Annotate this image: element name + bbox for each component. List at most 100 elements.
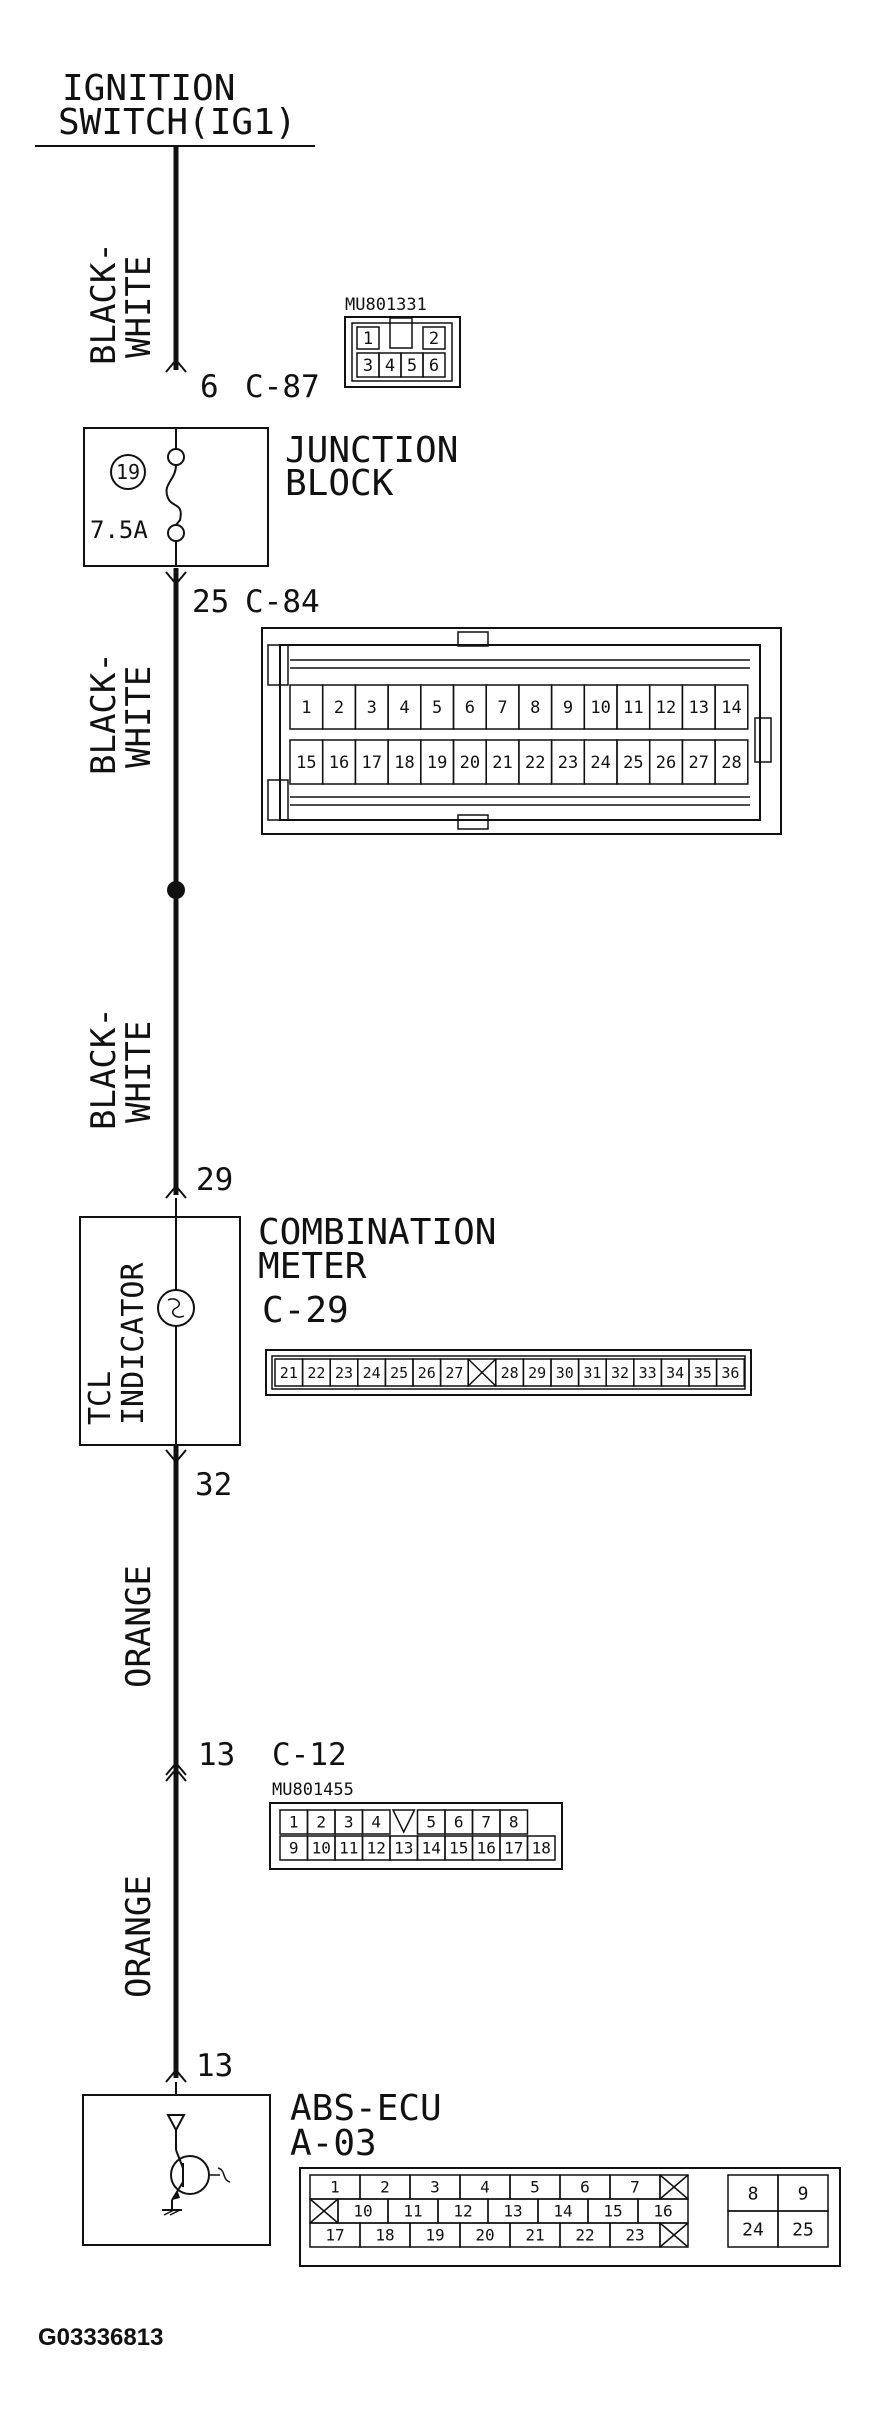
c84-pin: 6 xyxy=(465,698,475,718)
a03-pin: 6 xyxy=(580,2178,590,2197)
connector-arrow-icon xyxy=(165,2068,187,2083)
fuse-icon xyxy=(165,464,182,526)
c12-pin: 14 xyxy=(422,1839,441,1858)
indicator-label-2: INDICATOR xyxy=(116,1262,151,1425)
a03-pin: 18 xyxy=(375,2226,394,2245)
wire-color-text: WHITE xyxy=(119,1021,159,1123)
pin-label-6: 6 xyxy=(200,369,219,405)
c12-pin: 18 xyxy=(532,1839,551,1858)
c87-pin: 6 xyxy=(429,356,439,376)
splice-point xyxy=(167,881,185,899)
c84-pin: 23 xyxy=(558,753,578,773)
a03-pin: 7 xyxy=(630,2178,640,2197)
a03-pin: 17 xyxy=(325,2226,344,2245)
c87-pin: 2 xyxy=(429,329,439,349)
fuse-terminal-bottom xyxy=(167,524,185,542)
combination-meter-title-2: METER xyxy=(258,1246,367,1287)
connector-arrow-icon xyxy=(165,358,187,373)
part-number-c12: MU801455 xyxy=(272,1780,354,1800)
c12-pin: 16 xyxy=(477,1839,496,1858)
blank-pin-cross xyxy=(659,2222,689,2248)
a03-pin: 14 xyxy=(553,2202,572,2221)
c29-pin: 28 xyxy=(501,1364,519,1382)
a03-pin: 23 xyxy=(625,2226,644,2245)
c12-pin: 17 xyxy=(504,1839,523,1858)
c12-pin: 15 xyxy=(449,1839,468,1858)
main-wire xyxy=(167,146,185,2078)
ignition-switch-label-2: SWITCH(IG1) xyxy=(58,102,296,143)
c84-pin: 27 xyxy=(689,753,709,773)
c12-pin: 13 xyxy=(394,1839,413,1858)
c87-pin: 4 xyxy=(385,356,395,376)
c12-pin: 6 xyxy=(454,1813,464,1832)
a03-pin: 13 xyxy=(503,2202,522,2221)
abs-ecu: ABS-ECU A-03 xyxy=(82,2082,442,2246)
c12-pin: 9 xyxy=(289,1839,299,1858)
c84-pin: 5 xyxy=(432,698,442,718)
a03-pin: 19 xyxy=(425,2226,444,2245)
a03-pin: 2 xyxy=(380,2178,390,2197)
connector-id-c29: C-29 xyxy=(262,1290,349,1331)
wire-color-label-5: ORANGE xyxy=(119,1875,159,1998)
wire-color-label-2: BLACK- WHITE xyxy=(84,652,159,775)
ignition-switch-label-1: IGNITION xyxy=(62,68,235,109)
transistor-icon xyxy=(170,2155,210,2195)
wire-color-text: BLACK- xyxy=(84,242,124,365)
connector-c87-body xyxy=(344,316,461,388)
connector-id-c84: C-84 xyxy=(245,584,320,620)
c87-key xyxy=(389,317,413,349)
fuse-rating: 7.5A xyxy=(90,516,148,544)
c12-pin: 11 xyxy=(339,1839,358,1858)
wire-color-text: WHITE xyxy=(119,666,159,768)
c29-pin: 34 xyxy=(666,1364,684,1382)
c29-pin: 36 xyxy=(721,1364,739,1382)
blank-pin-cross xyxy=(467,1358,497,1387)
a03-pin: 11 xyxy=(403,2202,422,2221)
c29-pin: 30 xyxy=(556,1364,574,1382)
c29-pin: 23 xyxy=(335,1364,353,1382)
wire-color-text: ORANGE xyxy=(119,1565,159,1688)
c29-pin: 22 xyxy=(307,1364,325,1382)
a03-pin: 16 xyxy=(653,2202,672,2221)
c12-pin: 2 xyxy=(316,1813,326,1832)
c84-pin: 7 xyxy=(497,698,507,718)
connector-id-a03: A-03 xyxy=(290,2123,377,2164)
c12-pin-cell xyxy=(499,1809,529,1835)
c12-pin: 1 xyxy=(289,1813,299,1832)
connector-id-c12: C-12 xyxy=(272,1737,347,1773)
c84-pin-cell xyxy=(714,684,749,730)
c12-pin: 7 xyxy=(481,1813,491,1832)
ignition-switch: IGNITION SWITCH(IG1) xyxy=(35,68,315,147)
wire-color-text: BLACK- xyxy=(84,652,124,775)
junction-block: 19 7.5A JUNCTION BLOCK xyxy=(83,427,458,567)
c87-pin: 3 xyxy=(363,356,373,376)
c84-pin: 19 xyxy=(427,753,447,773)
a03-pin: 1 xyxy=(330,2178,340,2197)
c29-pin: 25 xyxy=(390,1364,408,1382)
a03-pin: 22 xyxy=(575,2226,594,2245)
pin-label-25: 25 xyxy=(192,584,229,620)
c84-pin: 18 xyxy=(394,753,414,773)
pin-label-29: 29 xyxy=(196,1162,233,1198)
c84-pin: 13 xyxy=(689,698,709,718)
a03-pin: 15 xyxy=(603,2202,622,2221)
combination-meter: TCL INDICATOR COMBINATION METER C-29 xyxy=(79,1198,496,1446)
a03-pin: 3 xyxy=(430,2178,440,2197)
a03-pin: 24 xyxy=(742,2219,764,2240)
c29-pin: 21 xyxy=(280,1364,298,1382)
c29-pin: 33 xyxy=(639,1364,657,1382)
a03-pin: 5 xyxy=(530,2178,540,2197)
connector-arrow-icon xyxy=(165,571,187,586)
combination-meter-box xyxy=(79,1216,241,1446)
c12-pin-cell xyxy=(526,1835,556,1861)
wire-color-label-3: BLACK- WHITE xyxy=(84,1007,159,1130)
diode-icon xyxy=(166,2114,186,2133)
fuse-terminal-top xyxy=(167,448,185,466)
c12-pin: 5 xyxy=(426,1813,436,1832)
